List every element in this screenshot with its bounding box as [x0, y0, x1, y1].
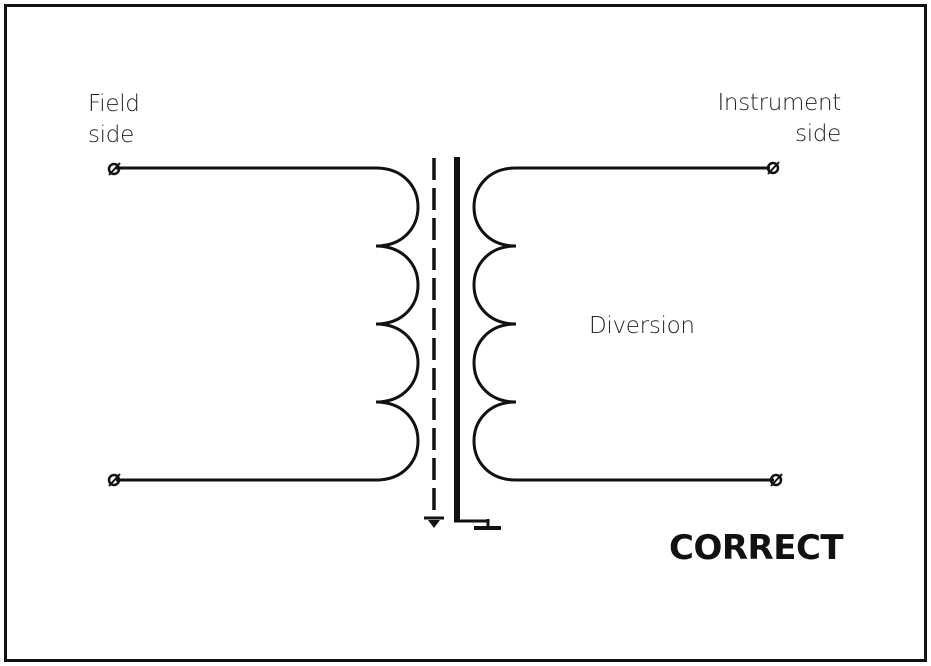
- field-side-label: Field side: [88, 89, 140, 151]
- instrument-side-label-line1: Instrument: [717, 90, 841, 116]
- instrument-bottom-terminal-icon: [769, 473, 783, 487]
- field-side-label-line1: Field: [88, 91, 140, 117]
- shield-ground-icon: [424, 516, 444, 528]
- instrument-top-terminal-icon: [766, 161, 780, 175]
- field-bottom-terminal-icon: [107, 473, 121, 487]
- field-top-terminal-icon: [107, 162, 121, 176]
- secondary-coil: [472, 166, 517, 482]
- instrument-side-label: Instrument side: [689, 88, 841, 150]
- instrument-side-label-line2: side: [795, 121, 841, 147]
- correct-status-label: CORRECT: [669, 528, 844, 568]
- diversion-label: Diversion: [589, 313, 695, 339]
- field-side-label-line2: side: [88, 122, 134, 148]
- core-ground-icon: [454, 519, 501, 530]
- diagram-frame: [4, 4, 927, 662]
- primary-coil: [375, 166, 420, 482]
